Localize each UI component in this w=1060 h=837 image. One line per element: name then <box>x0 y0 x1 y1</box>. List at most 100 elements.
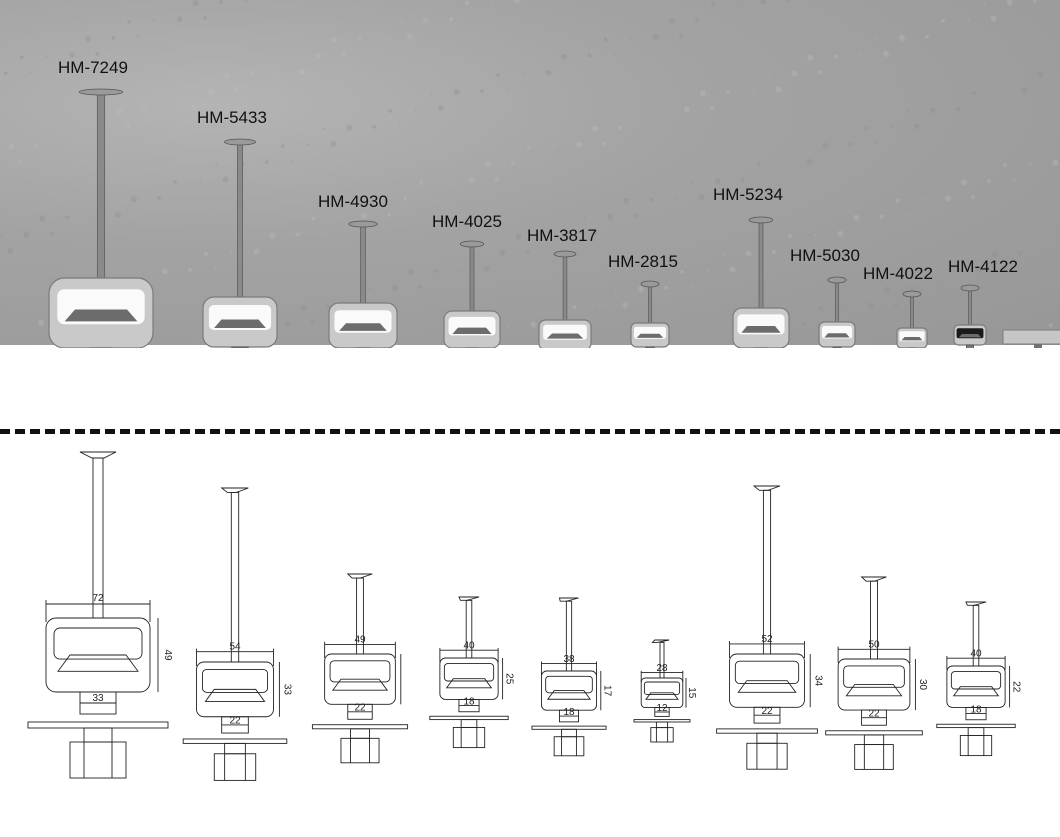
wall-speck <box>407 269 414 276</box>
rod-head <box>827 276 847 284</box>
wall-speck <box>276 72 278 74</box>
rod-head <box>558 597 579 602</box>
wall-speck <box>675 197 678 200</box>
wall-speck <box>315 52 322 59</box>
wall-speck <box>419 180 424 185</box>
wall-speck <box>184 91 187 94</box>
rod-head <box>348 220 378 228</box>
rod-head <box>458 596 480 601</box>
wall-speck <box>399 20 402 23</box>
width-value: 54 <box>229 641 241 652</box>
wall-speck <box>207 88 214 95</box>
bolt-thread <box>832 346 842 348</box>
wall-speck <box>249 72 254 77</box>
wall-speck <box>0 234 3 237</box>
rod-head <box>553 250 577 258</box>
width-value: 72 <box>92 593 104 604</box>
bolt-shank <box>655 721 669 729</box>
wall-speck <box>422 17 429 24</box>
wall-speck <box>468 177 475 184</box>
slot-value: 33 <box>92 693 104 704</box>
wall-speck <box>614 289 617 292</box>
wall-speck <box>710 106 714 110</box>
wall-speck <box>483 265 490 272</box>
drawing-hm-5030 <box>825 576 923 770</box>
wall-speck <box>437 105 444 112</box>
wall-speck <box>245 0 248 2</box>
wedge <box>645 692 679 700</box>
wall-speck <box>418 284 423 289</box>
wall-speck <box>894 302 899 307</box>
wall-speck <box>668 18 675 25</box>
wall-speck <box>771 250 776 255</box>
wall-speck <box>465 1 469 5</box>
wall-speck <box>541 233 546 238</box>
wall-speck <box>638 286 644 292</box>
wall-speck <box>290 160 293 163</box>
wall-speck <box>476 252 479 255</box>
bolt-thread <box>966 344 974 348</box>
wall-speck <box>711 1 716 6</box>
photo-channel-hm-4122 <box>953 284 987 348</box>
wall-speck <box>775 86 782 93</box>
wall-speck <box>15 323 17 325</box>
technical-drawings-svg: 7249335433224922402518381718281512523422… <box>27 451 1022 781</box>
drawing-hm-7249 <box>27 451 169 779</box>
rod-head <box>965 601 987 606</box>
height-value: 49 <box>162 649 173 661</box>
wall-speck <box>695 17 700 22</box>
wall-speck <box>39 215 46 222</box>
wall-speck <box>322 128 325 131</box>
wall-speck <box>629 37 632 40</box>
bolt-shank <box>224 742 246 755</box>
wall-speck <box>292 56 294 58</box>
wall-speck <box>31 307 33 309</box>
wall-speck <box>618 125 623 130</box>
width-value: 49 <box>354 634 366 645</box>
bolt-shank <box>460 719 478 728</box>
wall-speck <box>583 217 586 220</box>
wall-speck <box>403 196 408 201</box>
slot-value: 22 <box>354 702 366 713</box>
wall-speck <box>680 269 685 274</box>
washer-plate <box>182 738 288 744</box>
wall-speck <box>864 126 869 131</box>
rod-head <box>748 216 774 224</box>
wall-speck <box>623 197 630 204</box>
photo-channel-partial <box>1002 329 1060 348</box>
rod <box>968 287 972 330</box>
wedge <box>331 678 389 691</box>
wall-speck <box>1052 159 1059 166</box>
wall-speck <box>929 107 936 114</box>
rod-head <box>79 451 117 459</box>
wall-speck <box>660 109 663 112</box>
wall-speck <box>391 285 398 292</box>
wall-speck <box>341 52 346 57</box>
photo-channel-hm-4022 <box>896 290 928 348</box>
wall-speck <box>607 213 614 220</box>
wall-speck <box>388 108 393 113</box>
height-value: 25 <box>504 673 515 685</box>
height-value: 34 <box>812 675 823 687</box>
wall-speck <box>19 55 24 60</box>
wall-speck <box>1001 267 1006 272</box>
wall-speck <box>921 198 924 201</box>
wall-speck <box>990 15 997 22</box>
wedge <box>952 686 1000 697</box>
rod-head <box>752 485 781 491</box>
floor-edge <box>0 345 1060 348</box>
wall-speck <box>199 179 202 182</box>
wall-speck <box>377 197 383 203</box>
wall-speck <box>3 71 8 76</box>
wall-speck <box>515 233 522 240</box>
channel-inner <box>201 668 269 693</box>
wall-speck <box>434 268 439 273</box>
wall-speck <box>85 35 92 42</box>
wall-speck <box>786 0 791 3</box>
wall-speck <box>714 178 721 185</box>
wall-speck <box>936 286 939 289</box>
bolt-thread <box>645 346 655 348</box>
wall-speck <box>491 0 494 3</box>
wall-speck <box>130 196 137 203</box>
